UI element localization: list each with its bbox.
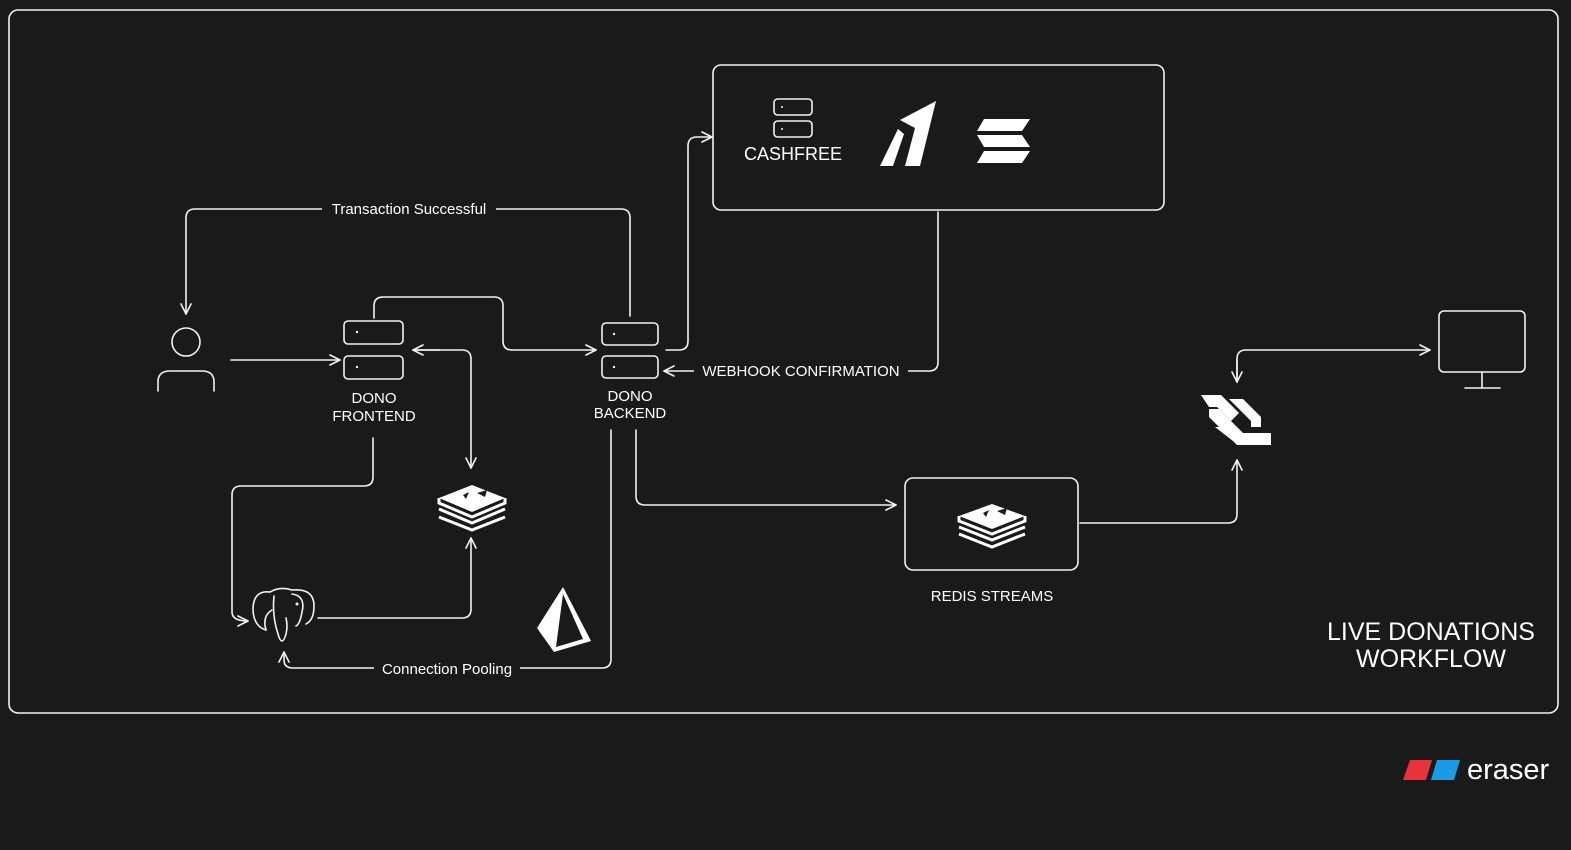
- diagram-title-line1: LIVE DONATIONS: [1327, 618, 1535, 646]
- edge-label-connection-pooling: Connection Pooling: [382, 661, 512, 678]
- monitor-icon: [1438, 310, 1526, 389]
- redis-icon: [437, 477, 507, 532]
- server-icon: [343, 320, 404, 380]
- backend-label-line2: BACKEND: [594, 405, 667, 422]
- redis-streams-label: REDIS STREAMS: [931, 588, 1054, 605]
- razorpay-icon: [880, 101, 936, 166]
- edge-backend-payments: [665, 131, 713, 351]
- edge-frontend-postgres: [231, 437, 374, 627]
- node-payment-gateways: CASHFREE: [712, 64, 1165, 211]
- eraser-logo: eraser: [1403, 754, 1550, 786]
- redis-icon: [957, 496, 1027, 549]
- edge-label-webhook-confirmation: WEBHOOK CONFIRMATION: [702, 363, 899, 380]
- node-redis-streams: REDIS STREAMS: [904, 477, 1079, 605]
- frontend-label-line1: DONO: [352, 390, 397, 407]
- solana-icon: [977, 119, 1030, 163]
- user-icon: [157, 327, 215, 392]
- server-icon: [601, 322, 659, 379]
- edge-backend-redis-streams: [635, 429, 897, 511]
- frontend-label-line2: FRONTEND: [332, 408, 415, 425]
- eraser-logo-text: eraser: [1467, 754, 1550, 786]
- edge-connection-pooling: Connection Pooling: [278, 429, 612, 679]
- diagram-frame: [8, 9, 1559, 714]
- edge-redis-streams-websocket: [1079, 459, 1243, 524]
- edge-label-transaction-successful: Transaction Successful: [332, 201, 487, 218]
- diagram-title-line2: WORKFLOW: [1356, 645, 1506, 673]
- cashfree-label: CASHFREE: [744, 144, 842, 164]
- edge-websocket-monitor: [1236, 344, 1431, 383]
- edge-frontend-backend: [373, 296, 597, 356]
- postgres-icon: [252, 587, 315, 642]
- node-dono-frontend: DONO FRONTEND: [332, 320, 416, 425]
- backend-label-line1: DONO: [608, 388, 653, 405]
- edge-postgres-redis: [317, 537, 477, 619]
- edge-webhook-confirmation: WEBHOOK CONFIRMATION: [663, 211, 939, 383]
- server-icon: [773, 98, 813, 138]
- edge-frontend-redis: [412, 349, 477, 469]
- node-dono-backend: DONO BACKEND: [594, 322, 667, 422]
- websocket-icon: [1201, 395, 1271, 445]
- edge-transaction-successful: Transaction Successful: [180, 198, 631, 317]
- prisma-icon: [537, 587, 591, 652]
